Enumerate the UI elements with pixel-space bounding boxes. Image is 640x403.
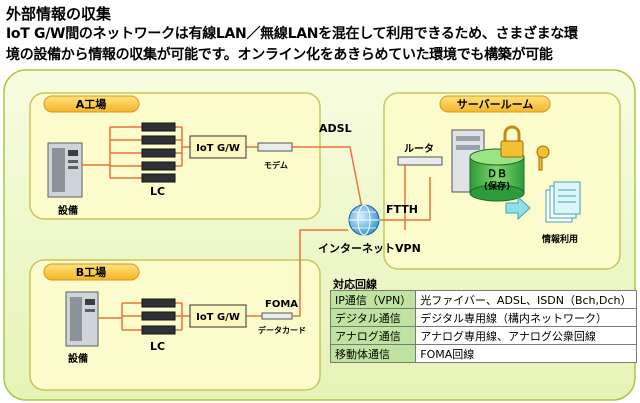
gateway-b-box	[189, 304, 247, 328]
factory-b-panel	[29, 259, 321, 391]
equipment-a-label: 設備	[58, 204, 78, 217]
database-icon	[469, 148, 525, 202]
equipment-b-icon	[65, 291, 99, 347]
equipment-a-icon	[47, 142, 83, 198]
modem-label: モデム	[264, 160, 288, 170]
table-row: アナログ通信 アナログ専用線、アナログ公衆回線	[329, 326, 637, 345]
lc-b-units	[141, 298, 176, 335]
data-card-label: データカード	[258, 325, 306, 335]
db-label: ＤＢ	[487, 168, 507, 180]
gateway-a-label: IoT G/W	[196, 143, 240, 154]
lc-b-label: LC	[150, 340, 165, 353]
factory-b-title-bar	[43, 263, 140, 281]
table-row: デジタル通信 デジタル専用線（構内ネットワーク）	[329, 308, 637, 327]
table-row: IP通信（VPN） 光ファイバー、ADSL、ISDN（Bch,Dch）	[329, 290, 637, 309]
router-icon	[397, 156, 443, 166]
line-type-cell: IP通信（VPN）	[329, 290, 417, 309]
db-save-label: (保存)	[484, 180, 510, 192]
factory-a-title-bar	[43, 95, 140, 113]
description-line-2: 境の設備から情報の収集が可能です。オンライン化をあきらめていた環境でも構築が可能	[6, 47, 553, 63]
arrow-icon	[505, 195, 531, 221]
router-label: ルータ	[404, 143, 434, 155]
info-use-label: 情報利用	[541, 233, 578, 245]
line-detail-cell: デジタル専用線（構内ネットワーク）	[415, 308, 637, 327]
foma-label: FOMA	[265, 299, 298, 310]
lines-table-title: 対応回線	[333, 278, 377, 291]
factory-a-lines	[82, 126, 258, 179]
data-card-icon	[261, 312, 293, 320]
internet-globe-icon	[348, 204, 380, 236]
line-type-cell: デジタル通信	[329, 308, 417, 327]
equipment-b-label: 設備	[68, 352, 88, 365]
key-icon	[536, 145, 550, 171]
line-detail-cell: FOMA回線	[415, 344, 637, 363]
table-row: 移動体通信 FOMA回線	[329, 344, 637, 363]
lc-a-units	[141, 122, 176, 183]
lc-a-label: LC	[150, 185, 165, 198]
page-title: 外部情報の収集	[6, 5, 112, 23]
line-type-cell: 移動体通信	[329, 344, 417, 363]
server-room-title: サーバールーム	[457, 98, 534, 111]
description-line-1: IoT G/W間のネットワークは有線LAN／無線LANを混在して利用できるため、…	[6, 26, 578, 42]
gateway-b-label: IoT G/W	[196, 312, 240, 323]
factory-b-title: B工場	[76, 265, 106, 279]
modem-icon	[257, 142, 293, 152]
ftth-label: FTTH	[386, 203, 418, 216]
adsl-label: ADSL	[319, 122, 352, 135]
line-type-cell: アナログ通信	[329, 326, 417, 345]
lines-table: IP通信（VPN） 光ファイバー、ADSL、ISDN（Bch,Dch） デジタル…	[329, 290, 637, 363]
server-room-title-bar	[439, 95, 551, 113]
wan-lines	[292, 146, 431, 317]
gateway-a-box	[189, 135, 247, 159]
factory-a-title: A工場	[76, 97, 107, 111]
lock-icon	[500, 125, 524, 158]
line-detail-cell: 光ファイバー、ADSL、ISDN（Bch,Dch）	[415, 290, 637, 309]
line-detail-cell: アナログ専用線、アナログ公衆回線	[415, 326, 637, 345]
internet-vpn-label: インターネットVPN	[318, 242, 421, 255]
document-stack-icon	[545, 181, 581, 223]
factory-b-lines	[98, 302, 262, 331]
